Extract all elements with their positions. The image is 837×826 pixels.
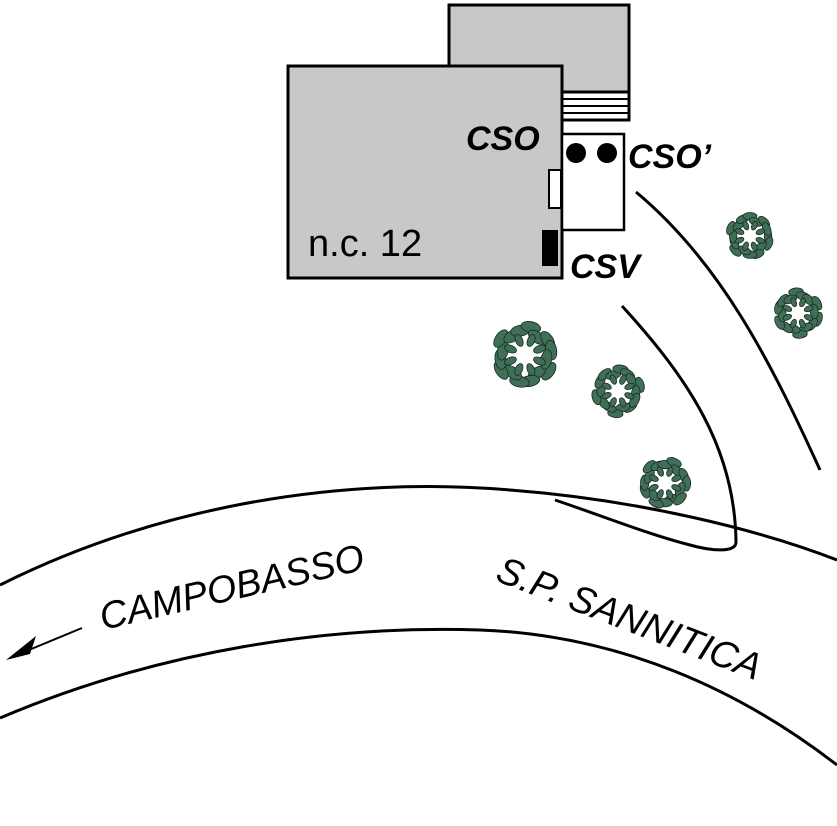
tree-icon bbox=[726, 212, 774, 259]
driveway-outer-edge bbox=[635, 190, 822, 471]
tree-icon bbox=[591, 364, 645, 419]
road-upper-edge bbox=[0, 485, 837, 587]
csv-label: CSV bbox=[570, 248, 643, 286]
cso-prime-manhole-icon bbox=[597, 143, 617, 163]
tree-icon bbox=[639, 457, 692, 509]
tree-icon bbox=[493, 321, 558, 388]
direction-label: CAMPOBASSO bbox=[96, 537, 369, 639]
csv-meter-box bbox=[542, 230, 558, 266]
trees-group bbox=[493, 212, 823, 509]
door-marker bbox=[548, 169, 562, 209]
cso-manhole-icon bbox=[566, 143, 586, 163]
building-number-label: n.c. 12 bbox=[308, 223, 422, 265]
road-lower-edge bbox=[0, 627, 837, 767]
entrance-steps bbox=[560, 90, 631, 122]
tree-icon bbox=[774, 287, 823, 339]
driveway-inner-edge bbox=[554, 304, 738, 552]
cso-label: CSO bbox=[466, 120, 540, 158]
cso-prime-label: CSO’ bbox=[628, 138, 712, 176]
road-name-label: S.P. SANNITICA bbox=[491, 549, 768, 689]
main-building bbox=[286, 64, 564, 280]
arrow-left-icon bbox=[6, 627, 83, 660]
